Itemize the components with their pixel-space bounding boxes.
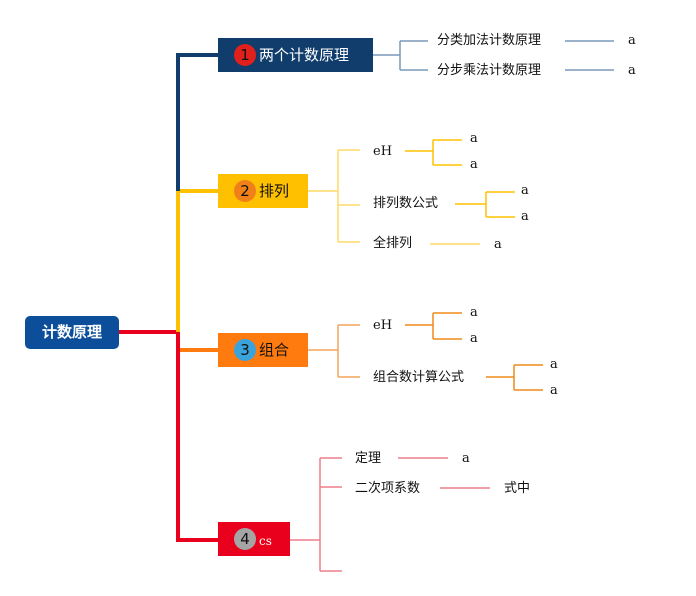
topic-fenlei[interactable]: 分类加法计数原理 (437, 33, 542, 48)
topic-erxiangshi-xishu[interactable]: 二次项系数 (355, 481, 421, 496)
leaf-zuhe-formula-2[interactable]: a (550, 383, 558, 398)
root-node[interactable]: 计数原理 (25, 316, 119, 349)
number-badge-3: 3 (234, 339, 256, 361)
branch-node-3[interactable]: 3 组合 (218, 333, 308, 367)
branch-node-2[interactable]: 2 排列 (218, 174, 308, 208)
topic-pailie-formula[interactable]: 排列数公式 (373, 196, 439, 211)
leaf-fenlei[interactable]: a (628, 33, 636, 48)
root-label: 计数原理 (41, 323, 102, 341)
leaf-pailie-formula-2[interactable]: a (521, 209, 529, 224)
topic-quanpailie[interactable]: 全排列 (373, 236, 413, 251)
branch-node-4[interactable]: 4 cs (218, 522, 290, 556)
leaf-zuhe-formula-1[interactable]: a (550, 357, 558, 372)
topic-dingli[interactable]: 定理 (355, 451, 382, 466)
number-badge-1: 1 (234, 44, 256, 66)
branch-node-1[interactable]: 1 两个计数原理 (218, 38, 373, 72)
number-badge-4: 4 (234, 528, 256, 550)
leaf-pailie-formula-1[interactable]: a (521, 183, 529, 198)
leaf-fenbu[interactable]: a (628, 63, 636, 78)
number-badge-2: 2 (234, 180, 256, 202)
topic-zuhe-eh[interactable]: eH (373, 318, 393, 333)
branch-label-3: 组合 (259, 341, 290, 359)
leaf-quanpailie[interactable]: a (494, 237, 502, 252)
leaf-zuhe-eh-1[interactable]: a (470, 305, 478, 320)
branch-label-4: cs (259, 534, 272, 548)
leaf-shizhong[interactable]: 式中 (504, 481, 531, 496)
leaf-pailie-eh-2[interactable]: a (470, 157, 478, 172)
leaf-dingli[interactable]: a (462, 451, 470, 466)
branch-label-1: 两个计数原理 (259, 46, 350, 64)
branch-label-2: 排列 (259, 182, 290, 200)
topic-zuhe-formula[interactable]: 组合数计算公式 (373, 370, 465, 385)
leaf-zuhe-eh-2[interactable]: a (470, 331, 478, 346)
topic-fenbu[interactable]: 分步乘法计数原理 (437, 63, 542, 78)
topic-pailie-eh[interactable]: eH (373, 144, 393, 159)
leaf-pailie-eh-1[interactable]: a (470, 131, 478, 146)
